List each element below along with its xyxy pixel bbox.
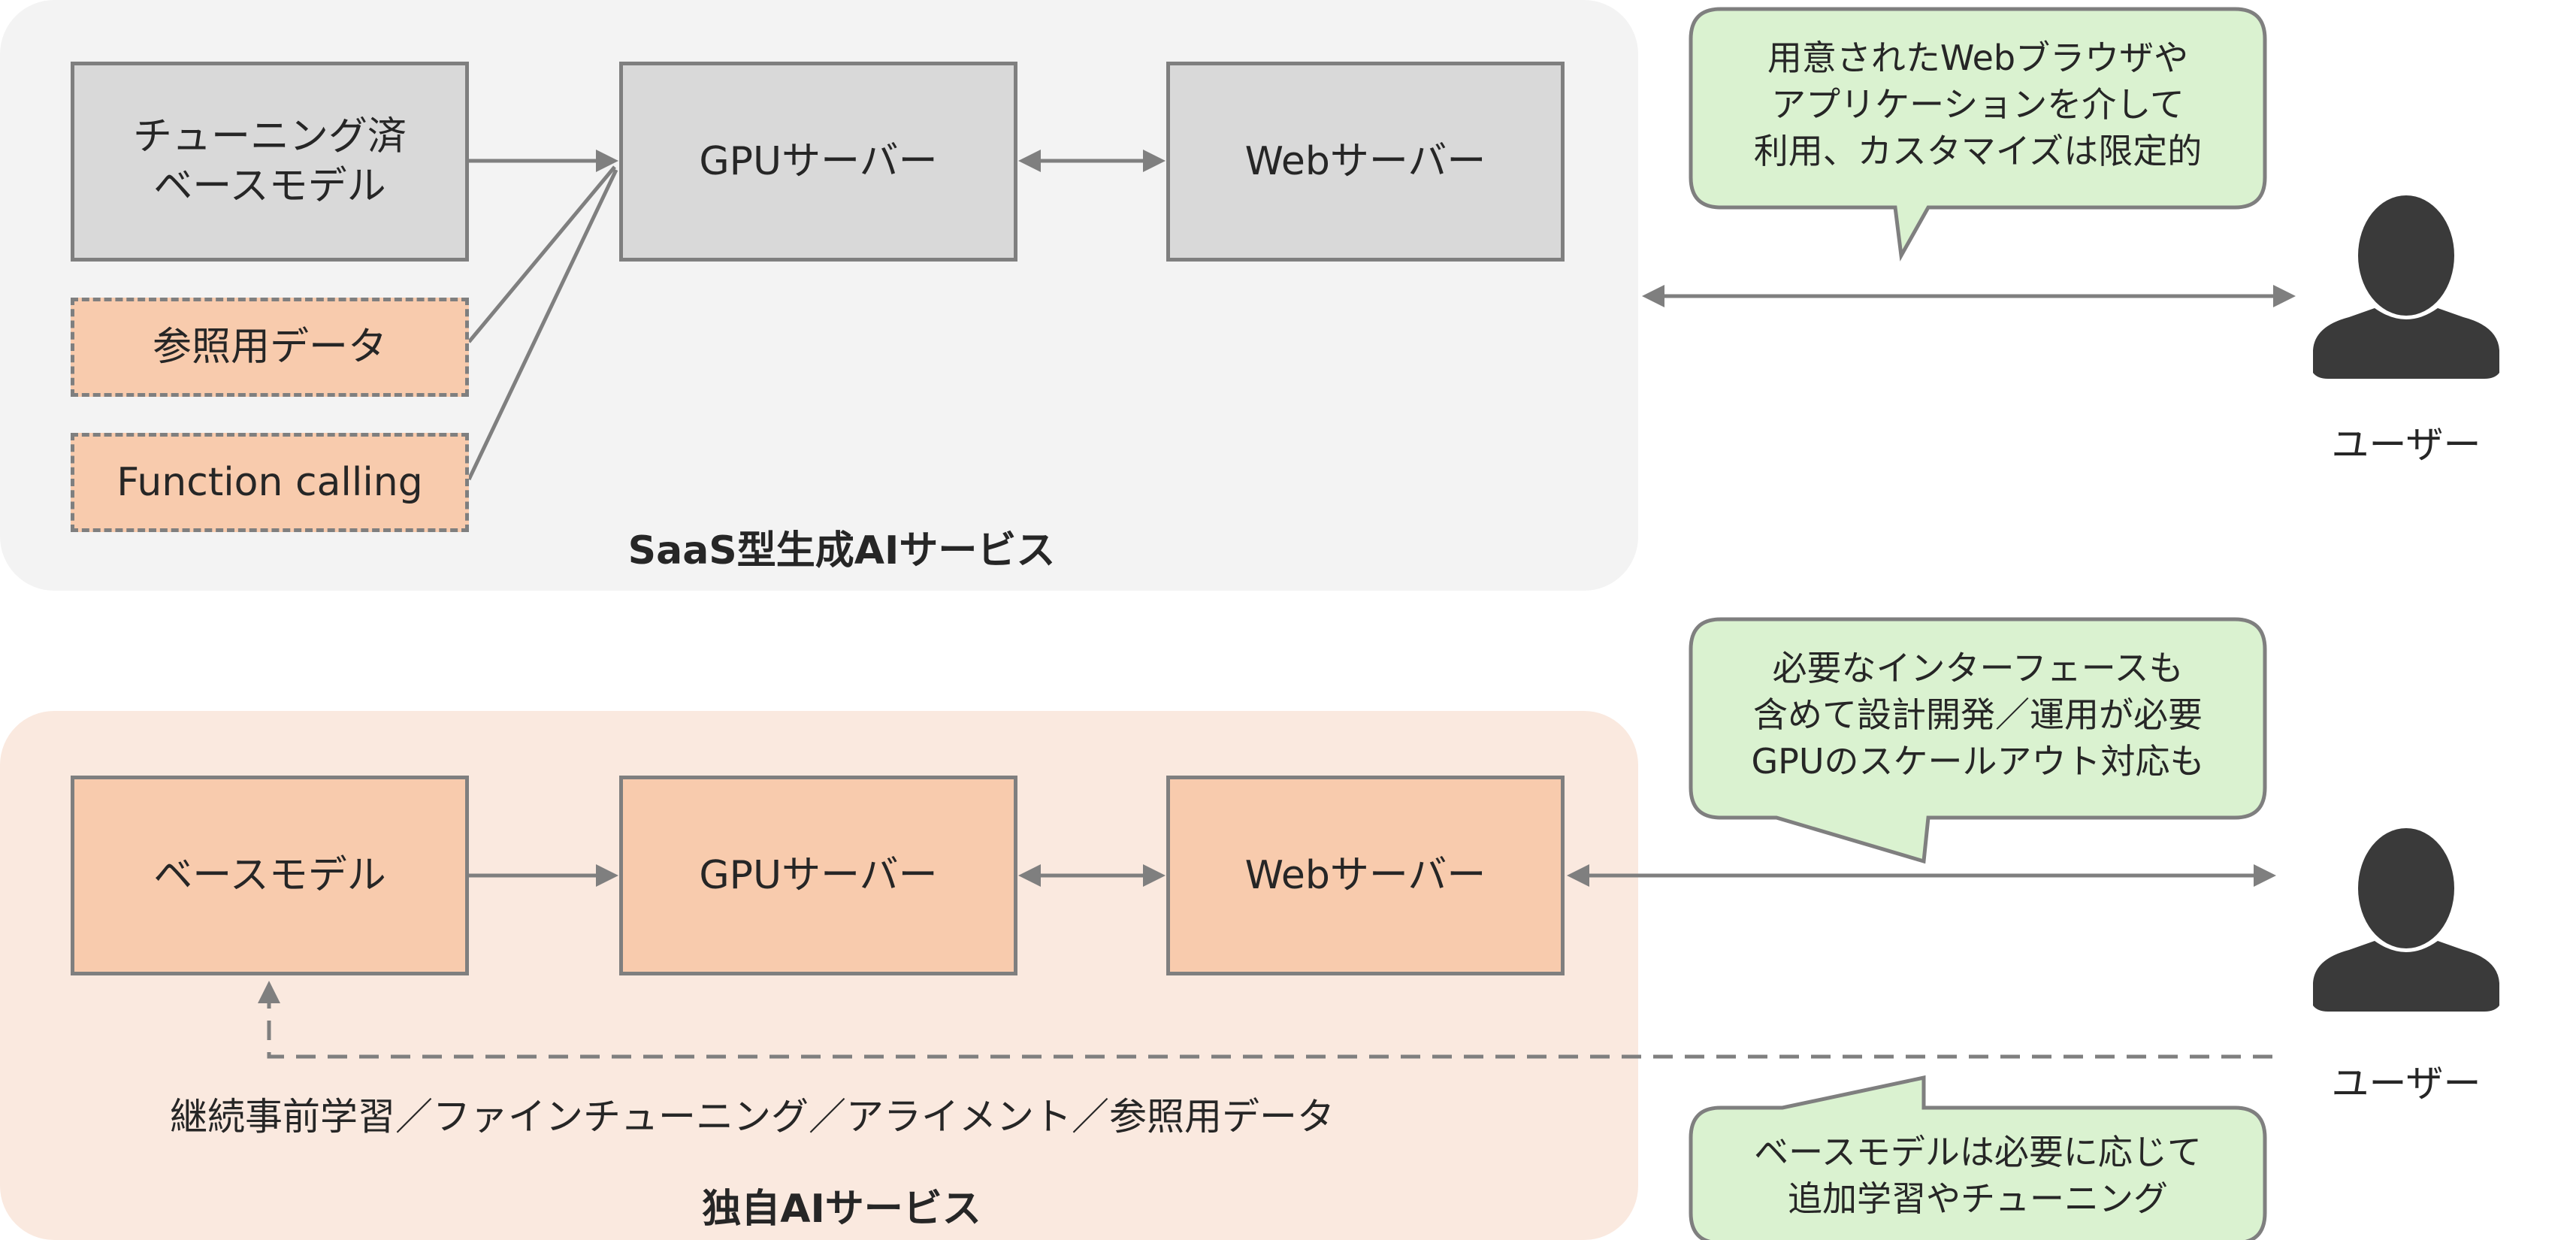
callout-own-interface-text: 必要なインターフェースも 含めて設計開発／運用が必要 GPUのスケールアウト対応… xyxy=(1751,648,2205,782)
saas-web-server-box: Webサーバー xyxy=(1166,62,1565,262)
own-caption: 独自AIサービス xyxy=(702,1187,981,1232)
user-icon-bottom xyxy=(2313,828,2499,1012)
arrow-feedback-dashed xyxy=(258,981,2272,1059)
callout-own-model-text: ベースモデルは必要に応じて 追加学習やチューニング xyxy=(1754,1132,2202,1219)
saas-caption: SaaS型生成AIサービス xyxy=(627,528,1056,573)
user-label-bottom: ユーザー xyxy=(2331,1062,2481,1105)
tuned-base-model-box: チューニング済 ベースモデル xyxy=(71,62,469,262)
own-gpu-server-box: GPUサーバー xyxy=(619,776,1017,975)
user-label-top: ユーザー xyxy=(2331,423,2481,467)
arrow-reference-data-to-gpu xyxy=(467,165,616,343)
arrow-function-calling-to-gpu xyxy=(467,168,618,481)
user-icon-top xyxy=(2313,195,2499,379)
function-calling-box: Function calling xyxy=(71,433,469,532)
callout-own-interface-shape xyxy=(1689,617,2267,864)
own-web-server-box: Webサーバー xyxy=(1166,776,1565,975)
callout-own-model-shape xyxy=(1689,1075,2267,1240)
callout-saas-shape xyxy=(1689,7,2267,262)
callout-saas-text: 用意されたWebブラウザや アプリケーションを介して 利用、カスタマイズは限定的 xyxy=(1753,38,2203,171)
feedback-label: 継続事前学習／ファインチューニング／アライメント／参照用データ xyxy=(170,1095,1335,1139)
saas-gpu-server-box: GPUサーバー xyxy=(619,62,1017,262)
own-base-model-box: ベースモデル xyxy=(71,776,469,975)
reference-data-box: 参照用データ xyxy=(71,298,469,397)
